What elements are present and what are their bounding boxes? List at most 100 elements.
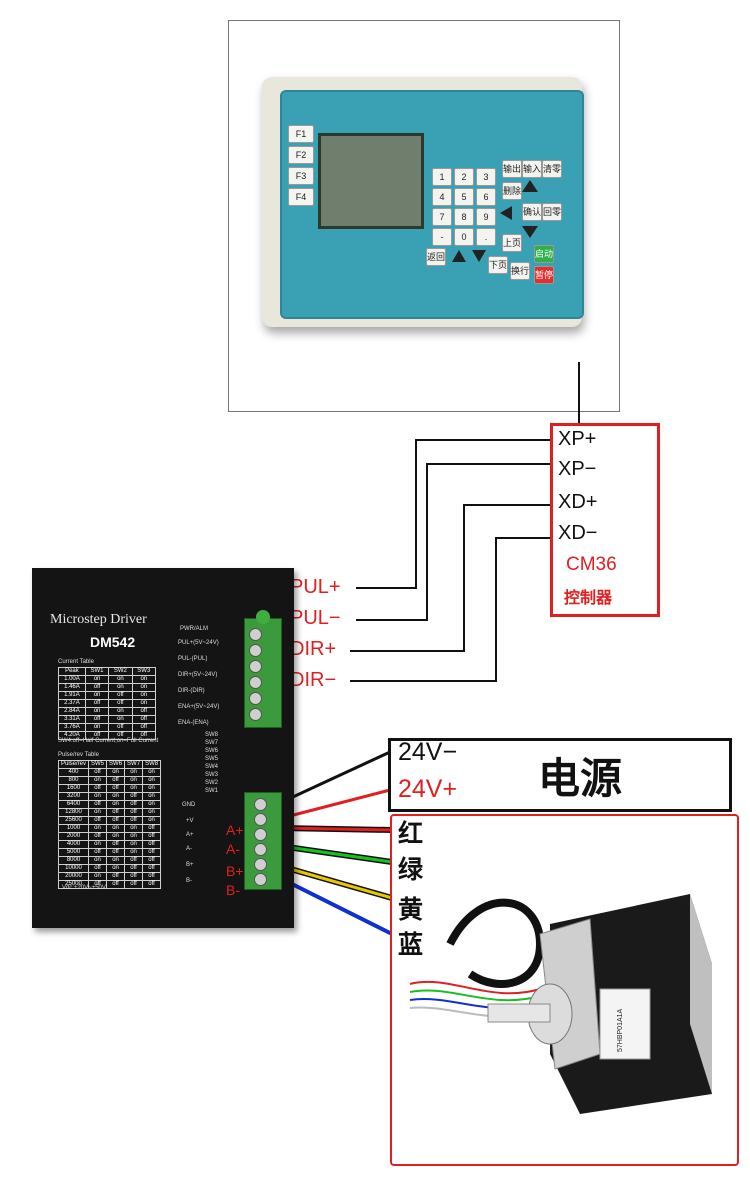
controller-key-1: 1 <box>432 168 452 186</box>
terminal-screw <box>249 628 262 641</box>
driver-input-pul-minus: PUL− <box>290 607 341 629</box>
terminal-screw <box>249 676 262 689</box>
pulse-table-header-cell: SW6 <box>106 760 126 769</box>
terminal-screw <box>254 843 267 856</box>
motor-nameplate <box>599 988 651 1060</box>
pulse-table-cell: 1600 <box>57 784 90 793</box>
pulse-table-cell: on <box>88 792 108 801</box>
pulse-table-cell: 1000 <box>57 824 90 833</box>
pulse-table-cell: off <box>142 840 162 849</box>
pulse-table-cell: off <box>106 808 126 817</box>
pulse-table-title: Pulse/rev Table <box>58 752 99 758</box>
current-table-header-cell: SW1 <box>84 667 110 676</box>
pulse-table-header-cell: SW8 <box>142 760 162 769</box>
current-table-cell: on <box>131 691 157 700</box>
controller-key-5: 5 <box>454 188 474 206</box>
controller-key-clear: 清零 <box>542 160 562 178</box>
pulse-table-cell: 10000 <box>57 864 90 873</box>
pulse-table-cell: on <box>124 832 144 841</box>
wire-xp-minus-to-pul-minus <box>356 463 555 621</box>
power-label-gnd: GND <box>182 802 196 808</box>
current-table-cell: off <box>84 699 110 708</box>
pulse-table-cell: on <box>106 800 126 809</box>
pulse-table-cell: on <box>142 784 162 793</box>
pulse-table-cell: 800 <box>57 776 90 785</box>
controller-key-f1: F1 <box>288 125 314 143</box>
pulse-table-cell: off <box>142 856 162 865</box>
driver-model: DM542 <box>90 634 136 650</box>
current-table-cell: on <box>131 675 157 684</box>
driver-title: Microstep Driver <box>50 612 147 627</box>
motor-shaft <box>487 1003 551 1023</box>
sw-label-6: SW6 <box>205 748 219 754</box>
signal-label-dir-plus: DIR+(5V~24V) <box>178 672 218 678</box>
current-table-cell: off <box>131 723 157 732</box>
wire-xp-plus-to-pul-plus <box>356 439 555 589</box>
current-table-cell: off <box>131 715 157 724</box>
controller-arrow-up-icon <box>522 180 538 192</box>
pulse-table-cell: 6400 <box>57 800 90 809</box>
pulse-table-cell: on <box>106 768 126 777</box>
pulse-table-cell: off <box>142 848 162 857</box>
pulse-table-cell: off <box>106 872 126 881</box>
terminal-screw <box>249 660 262 673</box>
power-supply-title: 电源 <box>538 755 623 802</box>
pulse-table-cell: on <box>124 776 144 785</box>
pulse-table-cell: 20000 <box>57 872 90 881</box>
pulse-table-cell: off <box>124 856 144 865</box>
current-table-cell: on <box>108 683 133 692</box>
current-table-cell: off <box>84 715 110 724</box>
pulse-table-cell: off <box>88 784 108 793</box>
current-table-cell: on <box>108 675 133 684</box>
power-24v-plus: 24V+ <box>398 775 458 803</box>
signal-label-pul-minus: PUL-(PUL) <box>178 656 208 662</box>
pin-xp-plus: XP+ <box>558 428 597 450</box>
current-table-cell: on <box>84 675 110 684</box>
signal-label-pul-plus: PUL+(5V~24V) <box>178 640 219 646</box>
pulse-table-cell: on <box>142 768 162 777</box>
pulse-table-cell: on <box>106 824 126 833</box>
current-table-cell: on <box>84 691 110 700</box>
controller-key-f4: F4 <box>288 188 314 206</box>
pulse-table-cell: on <box>124 824 144 833</box>
current-table-cell: off <box>131 731 157 740</box>
power-supply-box <box>388 738 732 812</box>
pulse-table-cell: off <box>106 848 126 857</box>
current-table-cell: 3.31A <box>58 715 86 724</box>
pulse-table-cell: off <box>88 864 108 873</box>
pulse-table-cell: off <box>142 832 162 841</box>
power-label-a-plus: A+ <box>186 832 194 838</box>
pulse-table-cell: on <box>124 768 144 777</box>
controller-arrow-left-icon <box>500 206 512 220</box>
pulse-table-cell: off <box>142 872 162 881</box>
terminal-screw <box>254 828 267 841</box>
pulse-table-cell: on <box>88 808 108 817</box>
pulse-table-cell: on <box>88 856 108 865</box>
controller-key-0: 0 <box>454 228 474 246</box>
controller-key-home: 回零 <box>542 203 562 221</box>
controller-key-delete: 删除 <box>502 182 522 200</box>
current-table-cell: 3.76A <box>58 723 86 732</box>
pulse-table-header-cell: SW7 <box>124 760 144 769</box>
terminal-screw <box>249 692 262 705</box>
wire-color-blue-label: 蓝 <box>398 931 424 959</box>
power-label-b-minus: B- <box>186 878 192 884</box>
wire-24v-minus <box>281 750 391 804</box>
pin-xd-plus: XD+ <box>558 491 598 513</box>
motor-lead-green <box>409 989 541 1002</box>
pin-xp-minus: XP− <box>558 458 597 480</box>
pwr-alm-led <box>256 610 270 624</box>
pulse-table-cell: off <box>124 880 144 889</box>
controller-key-9: 9 <box>476 208 496 226</box>
pulse-table-cell: on <box>124 784 144 793</box>
wire-color-green-label: 绿 <box>398 856 424 884</box>
motor-terminal-a-plus: A+ <box>226 822 244 838</box>
current-table-cell: on <box>108 707 133 716</box>
pulse-table-cell: on <box>106 864 126 873</box>
current-table-cell: on <box>131 683 157 692</box>
wire-a-plus-red <box>279 826 393 832</box>
current-table-cell: 2.37A <box>58 699 86 708</box>
terminal-screw <box>254 858 267 871</box>
